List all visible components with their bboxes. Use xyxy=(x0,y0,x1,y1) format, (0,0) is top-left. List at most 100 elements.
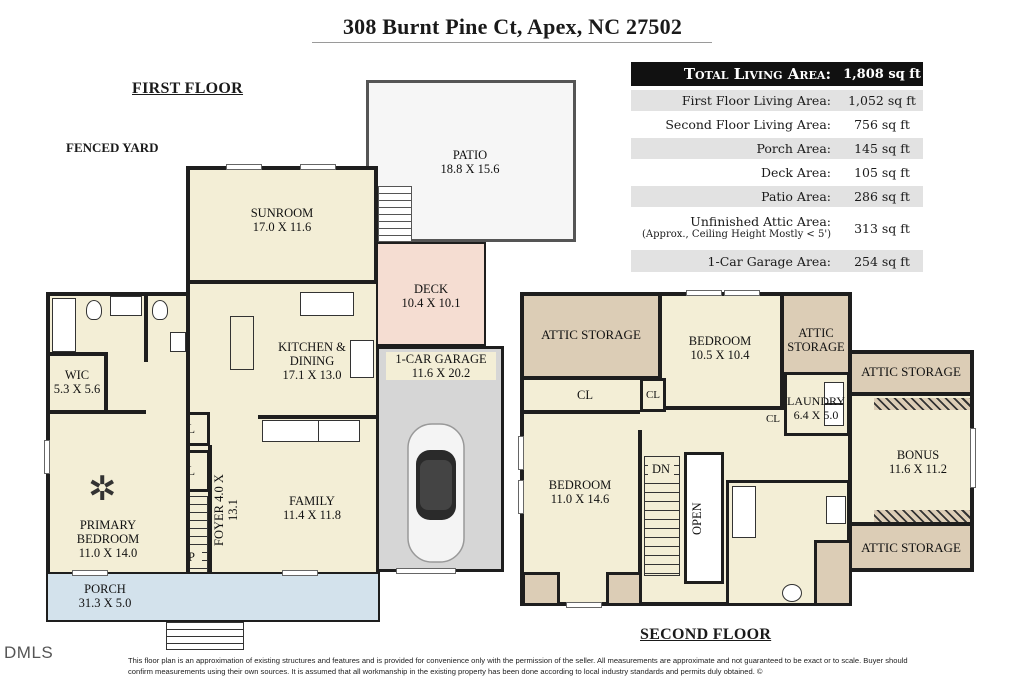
garage-label: 1-CAR GARAGE 11.6 X 20.2 xyxy=(386,352,496,380)
bonus-room xyxy=(848,392,974,526)
stairs-down-label: DN xyxy=(648,462,674,476)
bonus-label: BONUS 11.6 X 11.2 xyxy=(868,448,968,476)
interior-wall xyxy=(638,430,642,606)
attic-storage-2-name: ATTIC xyxy=(798,326,834,340)
area-value: 105 sq ft xyxy=(854,165,910,180)
kitchen-island xyxy=(230,316,254,370)
area-value: 313 sq ft xyxy=(854,220,910,236)
kitchen-stove xyxy=(350,340,374,378)
interior-wall xyxy=(46,352,108,356)
kitchen-label: KITCHEN & DINING 17.1 X 13.0 xyxy=(262,340,362,382)
primary-bedroom-name: PRIMARY xyxy=(79,518,137,532)
area-summary-table: Total Living Area: 1,808 sq ft First Flo… xyxy=(631,62,923,273)
second-floor-label: SECOND FLOOR xyxy=(640,626,772,643)
sunroom-name: SUNROOM xyxy=(250,206,314,220)
foyer-label: FOYER 4.0 X 13.1 xyxy=(212,470,242,550)
area-value: 145 sq ft xyxy=(854,141,910,156)
area-label: Deck Area: xyxy=(760,165,831,180)
sunroom-label: SUNROOM 17.0 X 11.6 xyxy=(222,206,342,234)
sunroom xyxy=(186,166,378,284)
laundry-label: LAUNDRY 6.4 X 5.0 xyxy=(782,394,850,422)
wic-name: WIC xyxy=(64,368,90,382)
window xyxy=(518,480,524,514)
area-label: First Floor Living Area: xyxy=(681,93,831,108)
washer xyxy=(824,382,844,404)
bathtub xyxy=(52,298,76,352)
patio-dims: 18.8 X 15.6 xyxy=(440,162,500,176)
bathtub xyxy=(732,486,756,538)
foyer-name: FOYER xyxy=(212,504,226,546)
fenced-yard-label: FENCED YARD xyxy=(66,140,159,155)
sunroom-dims: 17.0 X 11.6 xyxy=(252,220,312,234)
attic-storage-2-label: ATTIC STORAGE xyxy=(784,326,848,354)
primary-bedroom-label: PRIMARY BEDROOM 11.0 X 14.0 xyxy=(62,518,154,560)
attic-storage-4 xyxy=(848,522,974,572)
area-label: Patio Area: xyxy=(761,189,831,204)
interior-wall xyxy=(46,410,146,414)
bedroom-3-name: BEDROOM xyxy=(548,478,612,492)
area-label: Second Floor Living Area: xyxy=(665,117,831,132)
garage-door xyxy=(396,568,456,574)
window xyxy=(282,570,318,576)
primary-bedroom-name-2: BEDROOM xyxy=(76,532,140,546)
closet-a-label: CL xyxy=(577,388,593,402)
bedroom-3-dims: 11.0 X 14.6 xyxy=(550,492,610,506)
bedroom-2-name: BEDROOM xyxy=(688,334,752,348)
interior-wall xyxy=(104,352,108,412)
window xyxy=(686,290,722,296)
open-label: OPEN xyxy=(690,502,704,536)
window xyxy=(300,164,336,170)
window xyxy=(44,440,50,474)
porch-label: PORCH 31.3 X 5.0 xyxy=(60,582,150,610)
first-floor-label: FIRST FLOOR xyxy=(132,80,244,97)
total-living-area-value: 1,808 sq ft xyxy=(843,66,921,82)
attic-storage-1 xyxy=(520,292,662,380)
area-label: 1-Car Garage Area: xyxy=(707,253,831,269)
toilet xyxy=(86,300,102,320)
area-row: Porch Area: 145 sq ft xyxy=(631,138,923,159)
garage-name: 1-CAR GARAGE xyxy=(395,352,487,366)
area-row: 1-Car Garage Area: 254 sq ft xyxy=(631,250,923,272)
bonus-name: BONUS xyxy=(896,448,940,462)
wic-label: WIC 5.3 X 5.6 xyxy=(50,368,104,396)
knee-wall xyxy=(874,398,970,410)
interior-wall xyxy=(144,292,148,362)
deck-name: DECK xyxy=(413,282,449,296)
sink xyxy=(170,332,186,352)
family-dims: 11.4 X 11.8 xyxy=(282,508,342,522)
area-value: 1,052 sq ft xyxy=(848,93,916,108)
title-divider xyxy=(312,42,712,43)
porch xyxy=(46,572,380,622)
car-icon xyxy=(407,423,465,563)
disclaimer-text: This floor plan is an approximation of e… xyxy=(128,656,908,676)
porch-name: PORCH xyxy=(84,582,126,596)
total-living-area-row: Total Living Area: 1,808 sq ft xyxy=(631,62,923,86)
property-address-title: 308 Burnt Pine Ct, Apex, NC 27502 xyxy=(342,14,683,39)
area-row: Unfinished Attic Area:(Approx., Ceiling … xyxy=(631,210,923,246)
knee-wall xyxy=(874,510,970,522)
attic-storage-2-name-2: STORAGE xyxy=(787,340,845,354)
bedroom-2-dims: 10.5 X 10.4 xyxy=(690,348,750,362)
laundry-name: LAUNDRY xyxy=(786,394,845,408)
closet-c-label: CL xyxy=(765,413,781,425)
attic-area-label: Unfinished Attic Area: xyxy=(690,214,831,229)
attic-area-sublabel: (Approx., Ceiling Height Mostly < 5') xyxy=(642,229,831,240)
open-to-below xyxy=(684,452,724,584)
window xyxy=(724,290,760,296)
toilet xyxy=(152,300,168,320)
foyer-wall xyxy=(208,445,212,575)
window xyxy=(566,602,602,608)
deck xyxy=(376,242,486,346)
vanity-sink xyxy=(110,296,142,316)
bedroom-2-label: BEDROOM 10.5 X 10.4 xyxy=(670,334,770,362)
family-name: FAMILY xyxy=(289,494,335,508)
area-row: Patio Area: 286 sq ft xyxy=(631,186,923,207)
attic-storage-4-label: ATTIC STORAGE xyxy=(861,540,961,555)
attic-closet xyxy=(522,572,560,606)
sink xyxy=(826,496,846,524)
family-label: FAMILY 11.4 X 11.8 xyxy=(262,494,362,522)
area-label: Porch Area: xyxy=(756,141,832,156)
primary-bedroom-dims: 11.0 X 14.0 xyxy=(78,546,138,560)
stairs-down xyxy=(644,456,680,576)
attic-storage-1-label: ATTIC STORAGE xyxy=(541,327,641,342)
